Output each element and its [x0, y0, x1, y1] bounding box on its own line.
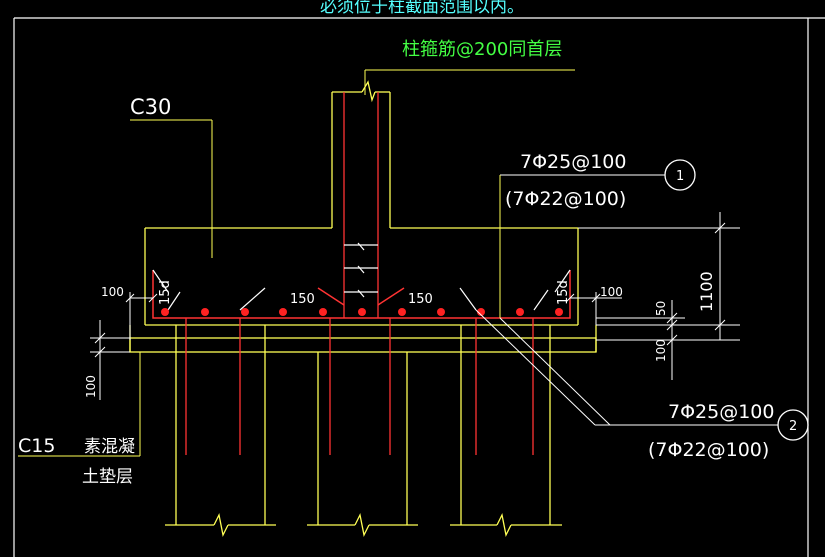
callout-2-number: 2 [789, 419, 797, 434]
rebar-dot [437, 308, 445, 316]
pile-rebar [185, 318, 534, 455]
callout-1-alt-rebar: (7Φ22@100) [505, 188, 626, 210]
callout-2-main-rebar: 7Φ25@100 [668, 401, 775, 423]
rebar-dots [161, 308, 563, 316]
callout-1-number: 1 [676, 169, 684, 184]
dim-edge-left [125, 292, 158, 340]
dim-bend-right: 150 [408, 292, 433, 307]
bedding-callout: C15 素混凝 土垫层 [18, 352, 141, 487]
rebar-dot [161, 308, 169, 316]
dim-bedding-left [90, 320, 130, 400]
column-stirrups [344, 242, 378, 298]
dim-bedding-right-value: 100 [654, 339, 668, 362]
concrete-grade-label: C30 [130, 95, 171, 119]
bedding-label-line2: 土垫层 [82, 467, 133, 487]
bottom-main-rebar [152, 270, 571, 319]
callout-2-circle [777, 409, 809, 441]
rebar-dot [555, 308, 563, 316]
callout-2-alt-rebar: (7Φ22@100) [648, 439, 769, 461]
dim-cover-right [596, 300, 685, 380]
rebar-dot [279, 308, 287, 316]
callout-1-main-rebar: 7Φ25@100 [520, 151, 627, 173]
rebar-dot [319, 308, 327, 316]
rebar-dot [358, 308, 366, 316]
callout-2: 2 7Φ25@100 (7Φ22@100) [475, 309, 809, 461]
drawing-frame [13, 17, 825, 557]
top-note: 必须位于柱截面范围以内。 [320, 0, 524, 17]
rebar-dot [201, 308, 209, 316]
rebar-dot [516, 308, 524, 316]
dim-anchor-right: 15d [556, 280, 571, 305]
dim-edge-left-value: 100 [101, 285, 124, 299]
dim-bend-left: 150 [290, 292, 315, 307]
dim-cap-height [578, 212, 740, 341]
concrete-grade-callout: C30 [130, 95, 213, 258]
rebar-dot [398, 308, 406, 316]
dim-anchor-left: 15d [158, 280, 173, 305]
bedding-label-line1: 素混凝 [84, 437, 135, 457]
dim-cover-value: 50 [654, 301, 668, 316]
rebar-hooks [152, 269, 571, 311]
rebar-dot [477, 308, 485, 316]
callout-1-circle [664, 159, 696, 191]
dim-cap-height-value: 1100 [697, 271, 716, 312]
piles [165, 325, 562, 537]
dim-bedding-left-value: 100 [84, 375, 98, 398]
dim-edge-right-value: 100 [600, 285, 623, 299]
column-stirrup-note: 柱箍筋@200同首层 [402, 39, 562, 60]
dim-edge-right [565, 292, 622, 325]
column-stirrup-callout: 柱箍筋@200同首层 [364, 39, 575, 95]
rebar-dot [241, 308, 249, 316]
pile-cap-outline [129, 80, 597, 353]
bedding-grade-label: C15 [18, 435, 55, 457]
callout-1: 1 7Φ25@100 (7Φ22@100) [499, 151, 696, 318]
column-rebar [343, 92, 379, 318]
